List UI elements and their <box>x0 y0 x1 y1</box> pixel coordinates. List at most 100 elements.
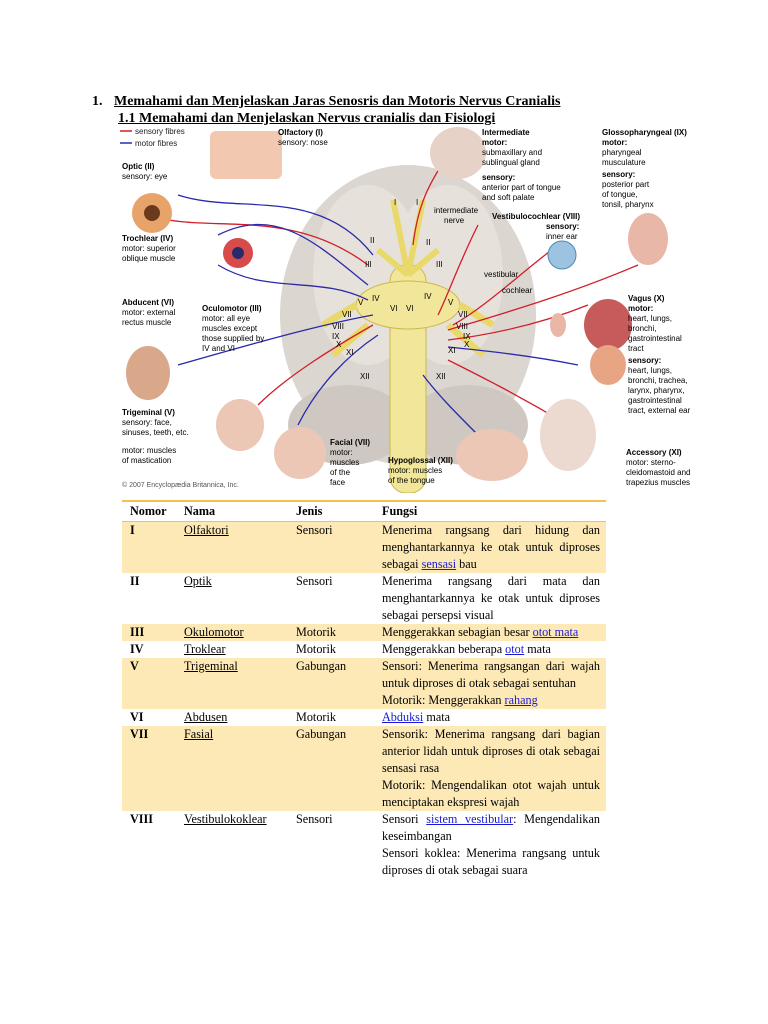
legend-sensory-label: sensory fibres <box>135 127 185 136</box>
optic-title: Optic (II) <box>122 162 155 171</box>
cranial-nerves-illustration: sensory fibres motor fibres I I II II II… <box>120 127 691 493</box>
trochlear-motor-1: motor: superior <box>122 244 176 253</box>
cell-nama: Okulomotor <box>176 624 288 641</box>
hypoglossal-title: Hypoglossal (XII) <box>388 456 453 465</box>
table-row: VI Abdusen Motorik Abduksi mata <box>122 709 606 726</box>
fungsi-link[interactable]: sensasi <box>421 557 457 571</box>
vagus-line-2: heart, lungs, <box>628 314 672 323</box>
table-row: IV Troklear Motorik Menggerakkan beberap… <box>122 641 606 658</box>
table-row: VII Fasial Gabungan Sensorik: Menerima r… <box>122 726 606 811</box>
fungsi-text-end: mata <box>524 642 551 656</box>
vestibulocochlear-inner-ear: inner ear <box>546 232 578 241</box>
cell-fungsi: Menerima rangsang dari hidung dan mengha… <box>374 521 606 573</box>
nose-illustration <box>210 131 282 179</box>
nerve-numeral: I <box>416 198 418 207</box>
oculomotor-line-4: IV and VI <box>202 344 235 353</box>
jaw-illustration <box>216 399 264 451</box>
cell-nama: Olfaktori <box>176 521 288 573</box>
vestibulocochlear-title: Vestibulocochlear (VIII) <box>492 212 580 221</box>
motor-fibre <box>177 194 374 256</box>
cell-nomor: III <box>122 624 176 641</box>
glossopharyngeal-line-3: musculature <box>602 158 646 167</box>
section-heading: 1.Memahami dan Menjelaskan Jaras Senosri… <box>92 94 560 110</box>
cell-jenis: Gabungan <box>288 658 374 709</box>
cell-nama: Troklear <box>184 642 226 656</box>
optic-sensory: sensory: eye <box>122 172 168 181</box>
trigeminal-line-1: sensory: face, <box>122 418 172 427</box>
fungsi-link[interactable]: sistem vestibular <box>426 812 514 826</box>
trochlear-title: Trochlear (IV) <box>122 234 173 243</box>
fungsi-link[interactable]: otot <box>505 642 525 656</box>
vagus-line-5: tract <box>628 344 644 353</box>
intermediate-title: Intermediate <box>482 128 530 137</box>
glossopharyngeal-line-5: posterior part <box>602 180 650 189</box>
cell-fungsi: Sensori: Menerima rangsangan dari wajah … <box>374 658 606 709</box>
table-row: III Okulomotor Motorik Menggerakkan seba… <box>122 624 606 641</box>
vagus-line-4: gastrointestinal <box>628 334 682 343</box>
cell-nomor: IV <box>130 642 144 656</box>
intermediate-line-1: submaxillary and <box>482 148 542 157</box>
intermediate-nerve-2: nerve <box>444 216 465 225</box>
fungsi-text: Menerima rangsang dari mata dan menghant… <box>382 574 600 622</box>
fungsi-text: Menerima rangsang dari hidung dan mengha… <box>382 523 600 571</box>
eye-muscle-center <box>232 247 244 259</box>
cell-nomor: I <box>122 521 176 573</box>
nerve-numeral: I <box>394 198 396 207</box>
cell-nomor: VII <box>122 726 176 811</box>
cochlear-label: cochlear <box>502 286 533 295</box>
nerve-numeral: XII <box>436 372 446 381</box>
sensory-fibre <box>257 324 374 406</box>
accessory-line-2: cleidomastoid and <box>626 468 690 477</box>
facial-title: Facial (VII) <box>330 438 370 447</box>
glossopharyngeal-line-6: of tongue, <box>602 190 638 199</box>
fungsi-text: Menggerakkan beberapa <box>382 642 506 656</box>
table-row: V Trigeminal Gabungan Sensori: Menerima … <box>122 658 606 709</box>
fungsi-link[interactable]: otot mata <box>532 625 579 639</box>
nerve-numeral: IX <box>463 332 471 341</box>
table-header-row: Nomor Nama Jenis Fungsi <box>122 501 606 522</box>
cell-jenis: Motorik <box>288 624 374 641</box>
header-fungsi: Fungsi <box>382 504 418 518</box>
abducent-motor-2: rectus muscle <box>122 318 172 327</box>
intermediate-sensory: sensory: <box>482 173 515 182</box>
nerve-numeral: XI <box>346 348 354 357</box>
section-number: 1. <box>92 94 103 109</box>
intermediate-line-2: sublingual gland <box>482 158 540 167</box>
oculomotor-line-2: muscles except <box>202 324 258 333</box>
cell-fungsi: Abduksi mata <box>374 709 606 726</box>
cell-nama: Trigeminal <box>176 658 288 709</box>
fungsi-link[interactable]: Abduksi <box>382 710 424 724</box>
nerve-numeral: II <box>370 236 374 245</box>
cell-jenis: Motorik <box>296 642 336 656</box>
vagus-line-3: bronchi, <box>628 324 656 333</box>
cell-jenis: Sensori <box>288 521 374 573</box>
glossopharyngeal-motor: motor: <box>602 138 627 147</box>
facial-line-2: muscles <box>330 458 359 467</box>
header-jenis: Jenis <box>296 504 323 518</box>
cell-fungsi: Menerima rangsang dari mata dan menghant… <box>374 573 606 624</box>
fungsi-text: Sensori: Menerima rangsangan dari wajah … <box>382 659 600 690</box>
vagus-line-7: heart, lungs, <box>628 366 672 375</box>
motor-fibre <box>177 314 374 366</box>
facial-line-1: motor: <box>330 448 353 457</box>
sensory-fibre <box>447 304 589 341</box>
sensory-fibre <box>452 244 559 326</box>
accessory-title: Accessory (XI) <box>626 448 682 457</box>
face-gland-illustration <box>430 127 486 179</box>
sensory-fibre <box>447 264 639 331</box>
vagus-motor: motor: <box>628 304 653 313</box>
vestibulocochlear-sensory: sensory: <box>546 222 579 231</box>
fungsi-link[interactable]: rahang <box>504 693 538 707</box>
eye-pupil <box>144 205 160 221</box>
trigeminal-title: Trigeminal (V) <box>122 408 175 417</box>
vagus-line-10: gastrointestinal <box>628 396 682 405</box>
oculomotor-line-3: those supplied by <box>202 334 264 343</box>
glossopharyngeal-sensory: sensory: <box>602 170 635 179</box>
nerve-numeral: XI <box>448 346 456 355</box>
fungsi-text-2: Motorik: Menggerakkan <box>382 693 505 707</box>
cell-nama: Optik <box>184 574 212 588</box>
cell-nama: Abdusen <box>184 710 228 724</box>
tongue-illustration <box>456 429 528 481</box>
table-row: II Optik Sensori Menerima rangsang dari … <box>122 573 606 624</box>
fungsi-text-2: Sensori koklea: Menerima rangsang untuk … <box>382 846 600 877</box>
